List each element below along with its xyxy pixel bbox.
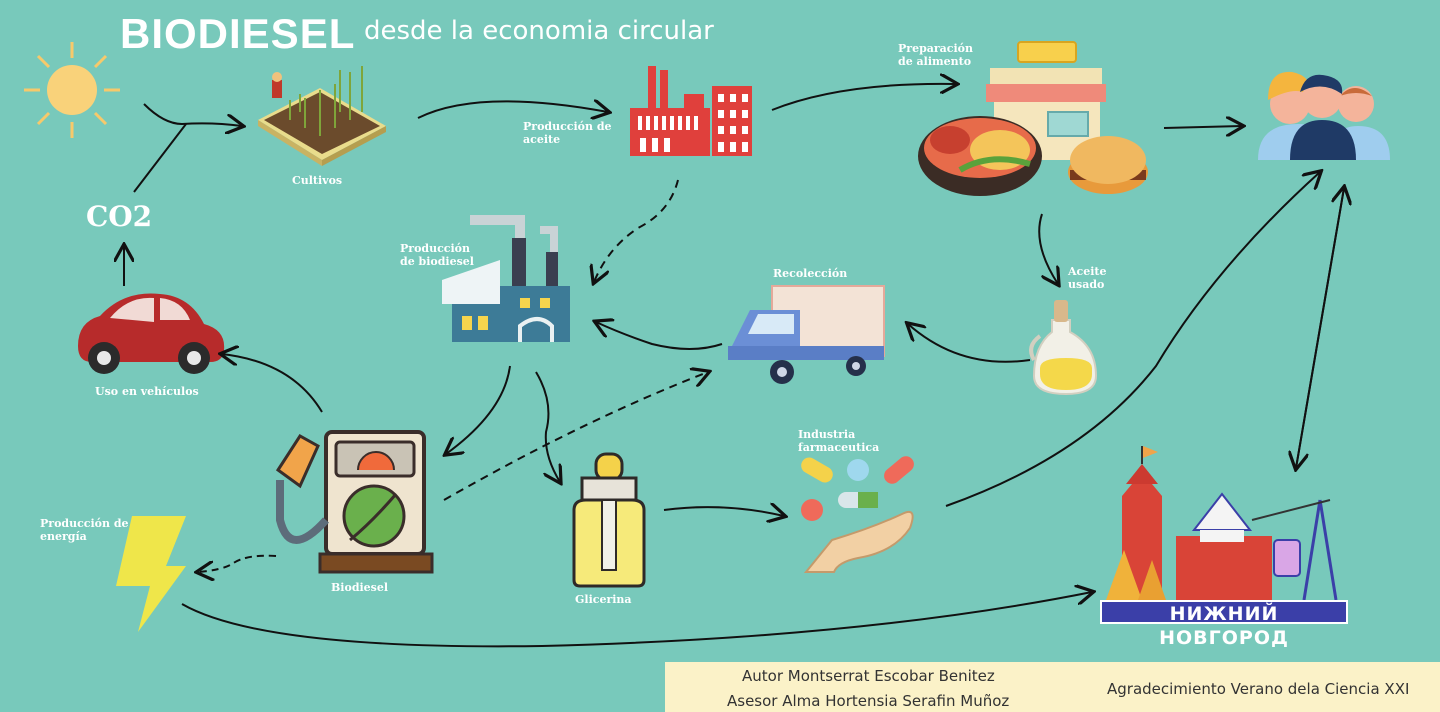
label-produccion-biodiesel-line2: de biodiesel xyxy=(400,255,474,268)
label-aceite-usado-line2: usado xyxy=(1068,278,1105,291)
footer-advisor: Asesor Alma Hortensia Serafin Muñoz xyxy=(727,692,1010,710)
label-preparacion-line1: Preparación xyxy=(898,42,974,55)
label-industria-line2: farmaceutica xyxy=(798,441,880,454)
label-produccion-biodiesel: Producción de biodiesel xyxy=(400,242,474,268)
label-co2: CO2 xyxy=(86,200,153,233)
glycerin-bottle-icon xyxy=(572,452,646,588)
footer-panel xyxy=(665,662,1440,712)
label-produccion-aceite: Producción de aceite xyxy=(523,120,612,146)
sun-icon xyxy=(24,42,120,138)
pharma-hand-icon xyxy=(801,456,914,573)
label-cultivos: Cultivos xyxy=(292,174,343,187)
collection-truck-icon xyxy=(728,285,885,384)
city-banner: НИЖНИЙ НОВГОРОД xyxy=(1100,600,1348,649)
nizhny-novgorod-icon xyxy=(1106,446,1338,601)
label-industria: Industria farmaceutica xyxy=(798,428,879,454)
fuel-pump-icon xyxy=(275,430,434,574)
people-group-icon xyxy=(1258,71,1390,160)
crops-field-icon xyxy=(258,66,386,166)
label-produccion-aceite-line2: aceite xyxy=(523,133,561,146)
biodiesel-factory-icon xyxy=(442,215,570,342)
title-subtitle: desde la economia circular xyxy=(364,16,714,46)
used-oil-bottle-icon xyxy=(1029,300,1098,396)
restaurant-food-icon xyxy=(918,41,1148,196)
label-biodiesel: Biodiesel xyxy=(331,581,389,594)
footer-author: Autor Montserrat Escobar Benitez xyxy=(742,667,995,685)
label-produccion-biodiesel-line1: Producción xyxy=(400,242,471,255)
label-produccion-aceite-line1: Producción de xyxy=(523,120,612,133)
label-recoleccion: Recolección xyxy=(773,267,848,280)
lightning-bolt-icon xyxy=(116,516,186,632)
label-preparacion-line2: de alimento xyxy=(898,55,972,68)
car-icon xyxy=(78,293,225,374)
label-produccion-energia-line2: energía xyxy=(40,530,87,543)
footer-thanks: Agradecimiento Verano dela Ciencia XXI xyxy=(1107,680,1410,698)
label-produccion-energia-line1: Producción de xyxy=(40,517,129,530)
label-glicerina: Glicerina xyxy=(575,593,632,606)
title-main: BIODIESEL xyxy=(120,10,356,57)
label-uso-vehiculos: Uso en vehículos xyxy=(95,385,199,398)
label-aceite-usado: Aceite usado xyxy=(1068,265,1107,291)
label-preparacion: Preparación de alimento xyxy=(898,42,973,68)
label-aceite-usado-line1: Aceite xyxy=(1068,265,1107,278)
label-produccion-energia: Producción de energía xyxy=(40,517,129,543)
label-industria-line1: Industria xyxy=(798,428,856,441)
oil-factory-icon xyxy=(630,66,752,156)
